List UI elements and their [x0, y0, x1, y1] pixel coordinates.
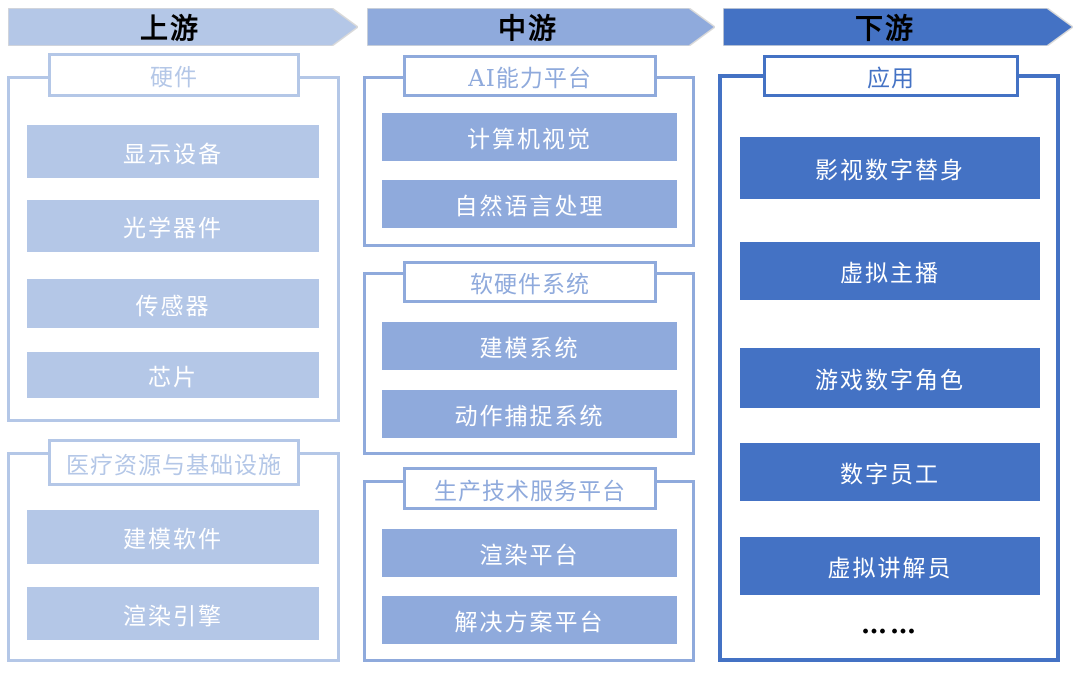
- item-box: 显示设备: [27, 125, 319, 178]
- item-box: 建模软件: [27, 510, 319, 564]
- arrow-shape-icon: [367, 8, 715, 46]
- item-box: 光学器件: [27, 200, 319, 252]
- item-box: 渲染平台: [382, 529, 677, 577]
- item-box: 芯片: [27, 352, 319, 398]
- item-box: 虚拟讲解员: [740, 537, 1040, 595]
- arrow-shape-icon: [8, 8, 358, 46]
- midstream-header-label: 中游: [497, 12, 558, 45]
- item-box: 游戏数字角色: [740, 348, 1040, 408]
- item-box: 影视数字替身: [740, 137, 1040, 199]
- item-box: 自然语言处理: [382, 180, 677, 228]
- upstream-hardware-title: 硬件: [48, 53, 300, 97]
- upstream-header-label: 上游: [139, 12, 200, 45]
- downstream-application-title: 应用: [763, 55, 1019, 97]
- item-box: 动作捕捉系统: [382, 390, 677, 438]
- downstream-header-arrow: 下游: [723, 8, 1073, 46]
- item-box: 渲染引擎: [27, 587, 319, 640]
- upstream-resources-title: 医疗资源与基础设施: [48, 439, 300, 486]
- midstream-service-title: 生产技术服务平台: [403, 467, 657, 510]
- arrow-shape-icon: [723, 8, 1073, 46]
- midstream-ai-title: AI能力平台: [403, 55, 657, 97]
- item-box: 计算机视觉: [382, 113, 677, 161]
- midstream-header-arrow: 中游: [367, 8, 715, 46]
- upstream-header-arrow: 上游: [8, 8, 358, 46]
- item-box: 数字员工: [740, 443, 1040, 501]
- item-box: 解决方案平台: [382, 596, 677, 644]
- item-box: 传感器: [27, 279, 319, 328]
- item-box: 建模系统: [382, 322, 677, 370]
- item-box: 虚拟主播: [740, 242, 1040, 300]
- midstream-system-title: 软硬件系统: [403, 261, 657, 303]
- downstream-header-label: 下游: [854, 12, 915, 45]
- more-items-ellipsis: ……: [861, 610, 919, 640]
